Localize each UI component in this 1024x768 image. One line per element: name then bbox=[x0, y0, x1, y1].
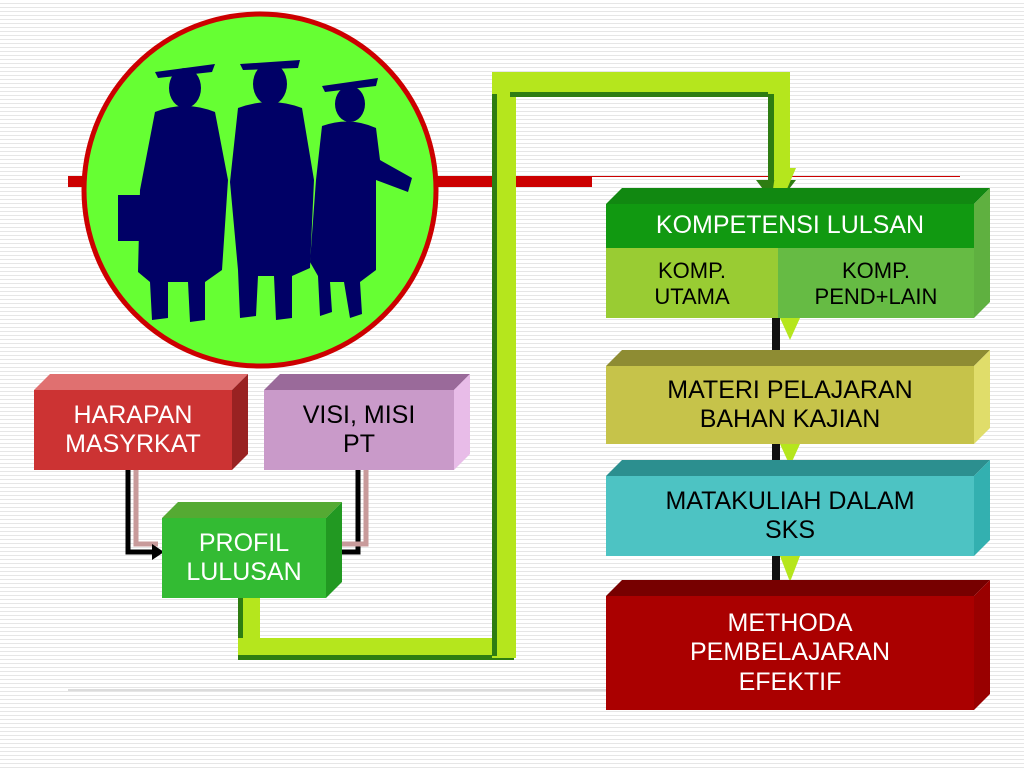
komp-utama-line-2: UTAMA bbox=[654, 284, 730, 309]
visi-box bbox=[264, 374, 470, 470]
methoda-line-1: METHODA bbox=[727, 608, 853, 637]
visi-line-2: PT bbox=[343, 430, 375, 458]
methoda-line-3: EFEKTIF bbox=[738, 667, 842, 696]
komp-pend-line-2: PEND+LAIN bbox=[814, 284, 938, 309]
matakuliah-box bbox=[606, 460, 990, 556]
matakuliah-line-2: SKS bbox=[764, 516, 816, 544]
profil-line-2: LULUSAN bbox=[186, 558, 302, 586]
harapan-box bbox=[34, 374, 248, 470]
komp-pend-label: KOMP. PEND+LAIN bbox=[778, 250, 974, 318]
visi-line-1: VISI, MISI bbox=[302, 400, 416, 429]
profil-line-1: PROFIL bbox=[198, 528, 290, 557]
komp-pend-line-1: KOMP. bbox=[841, 258, 911, 284]
komp-utama-line-1: KOMP. bbox=[657, 258, 727, 284]
methoda-box bbox=[606, 580, 990, 710]
profil-box bbox=[162, 502, 342, 598]
profil-label: PROFIL LULUSAN bbox=[162, 518, 326, 598]
kompetensi-header-text: KOMPETENSI LULSAN bbox=[655, 211, 925, 240]
visi-label: VISI, MISI PT bbox=[264, 390, 454, 470]
graduates-illustration bbox=[81, 11, 439, 369]
kompetensi-block bbox=[606, 188, 990, 318]
komp-utama-label: KOMP. UTAMA bbox=[606, 250, 778, 318]
harapan-label: HARAPAN MASYRKAT bbox=[34, 390, 232, 470]
harapan-line-1: HARAPAN bbox=[73, 400, 193, 429]
materi-line-1: MATERI PELAJARAN bbox=[667, 375, 913, 404]
matakuliah-line-1: MATAKULIAH DALAM bbox=[665, 486, 915, 515]
connector-pipe bbox=[238, 72, 796, 660]
kompetensi-header-label: KOMPETENSI LULSAN bbox=[606, 204, 974, 248]
matakuliah-label: MATAKULIAH DALAM SKS bbox=[606, 476, 974, 556]
methoda-line-2: PEMBELAJARAN bbox=[689, 638, 891, 667]
methoda-label: METHODA PEMBELAJARAN EFEKTIF bbox=[606, 596, 974, 710]
materi-line-2: BAHAN KAJIAN bbox=[699, 405, 881, 433]
harapan-line-2: MASYRKAT bbox=[65, 430, 201, 458]
materi-box bbox=[606, 350, 990, 444]
materi-label: MATERI PELAJARAN BAHAN KAJIAN bbox=[606, 366, 974, 444]
